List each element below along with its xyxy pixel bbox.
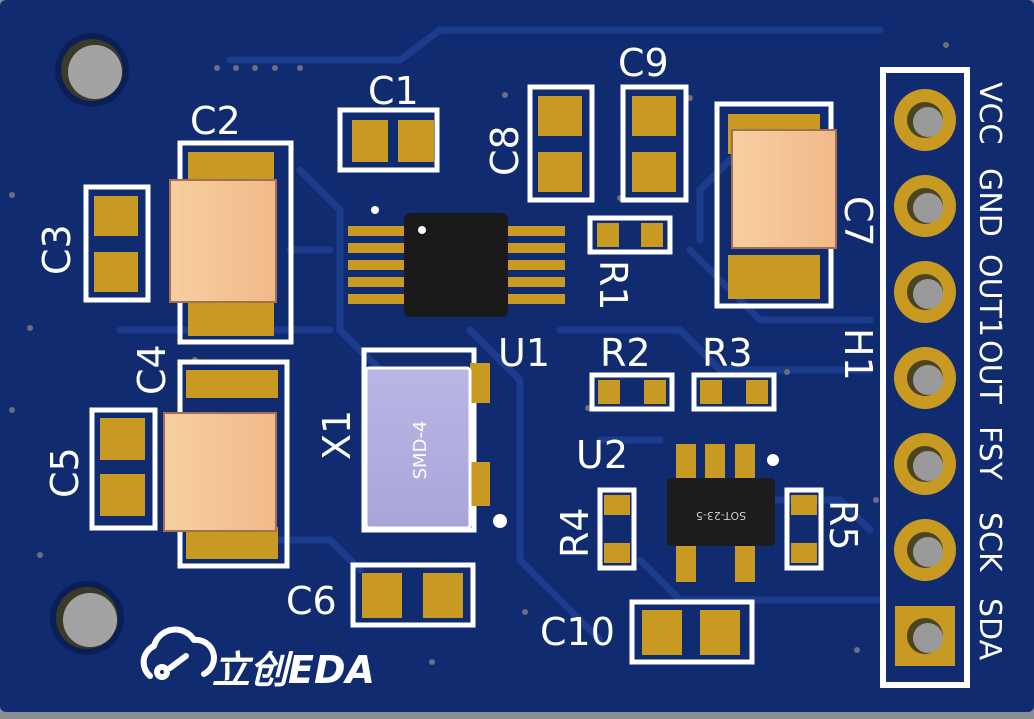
header-pin-gnd — [894, 175, 956, 237]
resistor-r5 — [784, 487, 824, 571]
header-pin-sda — [895, 606, 955, 666]
resistor-r1 — [587, 215, 673, 255]
header-pin-sck — [894, 519, 956, 581]
resistor-r4 — [597, 487, 637, 571]
logo-text: 立创EDA — [212, 648, 375, 692]
label-c10: C10 — [540, 610, 615, 654]
label-c4: C4 — [130, 344, 174, 395]
label-r1: R1 — [591, 260, 635, 311]
label-c1: C1 — [368, 69, 419, 113]
capacitor-c8 — [527, 84, 595, 203]
capacitor-c10 — [629, 599, 755, 665]
label-c8: C8 — [483, 125, 527, 176]
capacitor-c5 — [89, 407, 158, 531]
header-pin-label-fsy: FSY — [972, 426, 1007, 481]
capacitor-c7 — [714, 101, 837, 309]
header-pin-label-sda: SDA — [972, 598, 1007, 661]
header-pin-fsy — [894, 433, 956, 495]
header-pin-label-gnd: GND — [972, 168, 1007, 237]
label-c2: C2 — [190, 99, 241, 143]
ic-u2: SOT-23-5 — [667, 444, 779, 582]
u2-package-mark: SOT-23-5 — [696, 509, 746, 522]
resistor-r3 — [691, 372, 777, 412]
label-c9: C9 — [618, 41, 669, 85]
label-u2: U2 — [576, 433, 628, 477]
cloud-link-icon — [140, 626, 217, 680]
label-r2: R2 — [600, 331, 651, 375]
label-c5: C5 — [43, 447, 87, 498]
label-c7: C7 — [836, 196, 880, 247]
mounting-hole-bottom-left — [50, 581, 124, 655]
label-r3: R3 — [702, 331, 753, 375]
label-c3: C3 — [35, 224, 79, 275]
header-pin-label-sck: SCK — [972, 512, 1007, 573]
capacitor-c3 — [83, 184, 151, 303]
resistor-r2 — [589, 372, 675, 412]
header-pin-out — [894, 347, 956, 409]
crystal-x1: SMD-4 — [361, 347, 507, 533]
label-x1: X1 — [315, 410, 359, 460]
header-pin-vcc — [894, 89, 956, 151]
capacitor-c1 — [337, 107, 440, 173]
ic-u1 — [348, 206, 565, 317]
header-pin-out1 — [894, 261, 956, 323]
capacitor-c6 — [350, 562, 476, 628]
capacitor-c4 — [163, 359, 290, 569]
label-r4: R4 — [553, 507, 597, 558]
header-h1 — [880, 67, 970, 688]
label-u1: U1 — [498, 331, 550, 375]
label-c6: C6 — [286, 579, 337, 623]
x1-package-mark: SMD-4 — [410, 421, 431, 480]
mounting-hole-top-left — [55, 33, 129, 107]
capacitor-c9 — [620, 84, 689, 203]
header-pin-label-out1: OUT1 — [972, 254, 1007, 337]
capacitor-c2 — [169, 140, 294, 345]
label-r5: R5 — [821, 500, 865, 551]
header-pin-label-out: OUT — [972, 340, 1007, 405]
label-h1: H1 — [836, 328, 880, 381]
copper-traces — [116, 26, 884, 644]
header-pin-label-vcc: VCC — [972, 82, 1007, 144]
